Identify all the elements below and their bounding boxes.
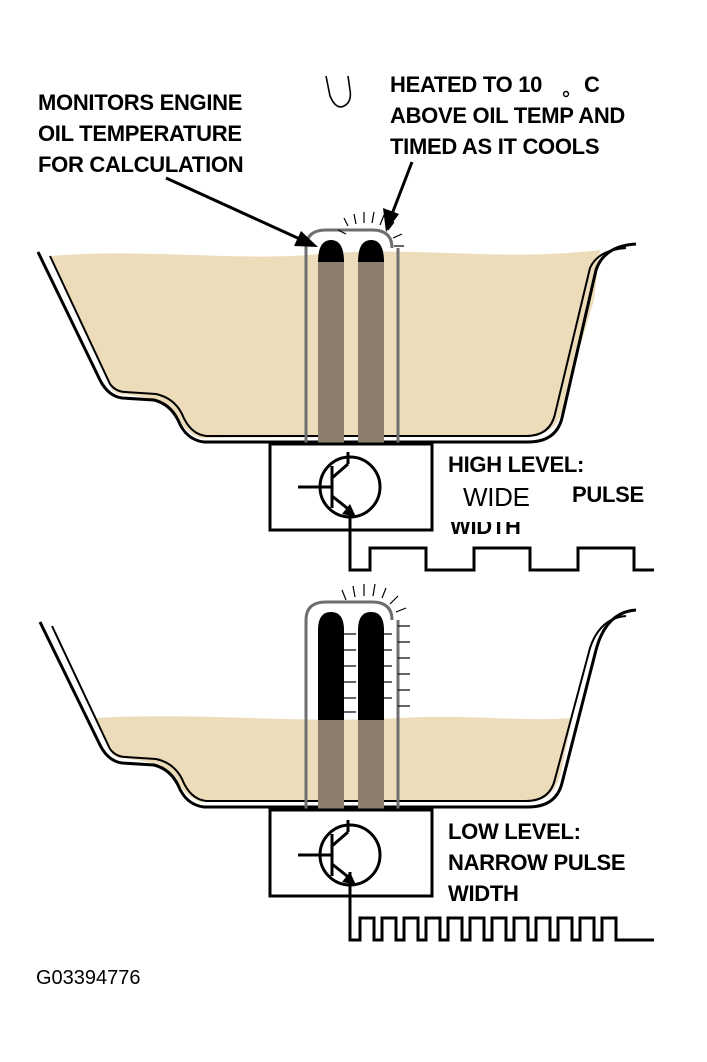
heated-thermistor-tube-low [358,612,384,720]
degree-icon [325,75,352,108]
heated-line-3: TIMED AS IT COOLS [390,134,599,159]
label-mask [448,512,538,522]
heated-line-2: ABOVE OIL TEMP AND [390,103,625,128]
pulse-waveform-narrow [348,872,654,942]
pointer-arrows-high [165,161,414,247]
monitors-line-3: FOR CALCULATION [38,152,243,177]
oil-pan-outline-high [36,242,637,444]
heated-line-1: HEATED TO 10 [390,72,542,97]
pulse-waveform-wide [348,507,654,572]
low-level-line-1: LOW LEVEL: [448,819,581,844]
oil-pan-outline-low [38,608,637,809]
label-monitors: MONITORS ENGINE OIL TEMPERATURE FOR CALC… [38,90,244,177]
reference-thermistor-tube-low [318,612,344,720]
figure-id: G03394776 [36,967,141,989]
monitors-line-2: OIL TEMPERATURE [38,121,242,146]
high-level-panel [36,161,654,572]
high-level-wide: WIDE [463,482,530,512]
heated-unit: C [584,72,600,97]
monitors-line-1: MONITORS ENGINE [38,90,242,115]
heat-rays-low [341,583,410,713]
heated-thermistor-tube-high [358,258,384,444]
high-level-pulse: PULSE [572,482,644,507]
sensor-housing-low [304,600,394,810]
reference-thermistor-tube-high [318,258,344,444]
oil-pan-inner-high [49,247,627,437]
label-low-level: LOW LEVEL: NARROW PULSE WIDTH [448,819,626,906]
low-level-line-3: WIDTH [448,881,519,906]
high-level-line-1: HIGH LEVEL: [448,452,584,477]
heat-rays-high [337,211,404,247]
label-heated: HEATED TO 10 C ABOVE OIL TEMP AND TIMED … [390,72,625,159]
label-high-level: HIGH LEVEL: WIDE PULSE WIDTH [448,452,644,539]
low-level-line-2: NARROW PULSE [448,850,625,875]
low-level-panel [38,583,654,942]
oil-pan-inner-low [51,615,627,802]
